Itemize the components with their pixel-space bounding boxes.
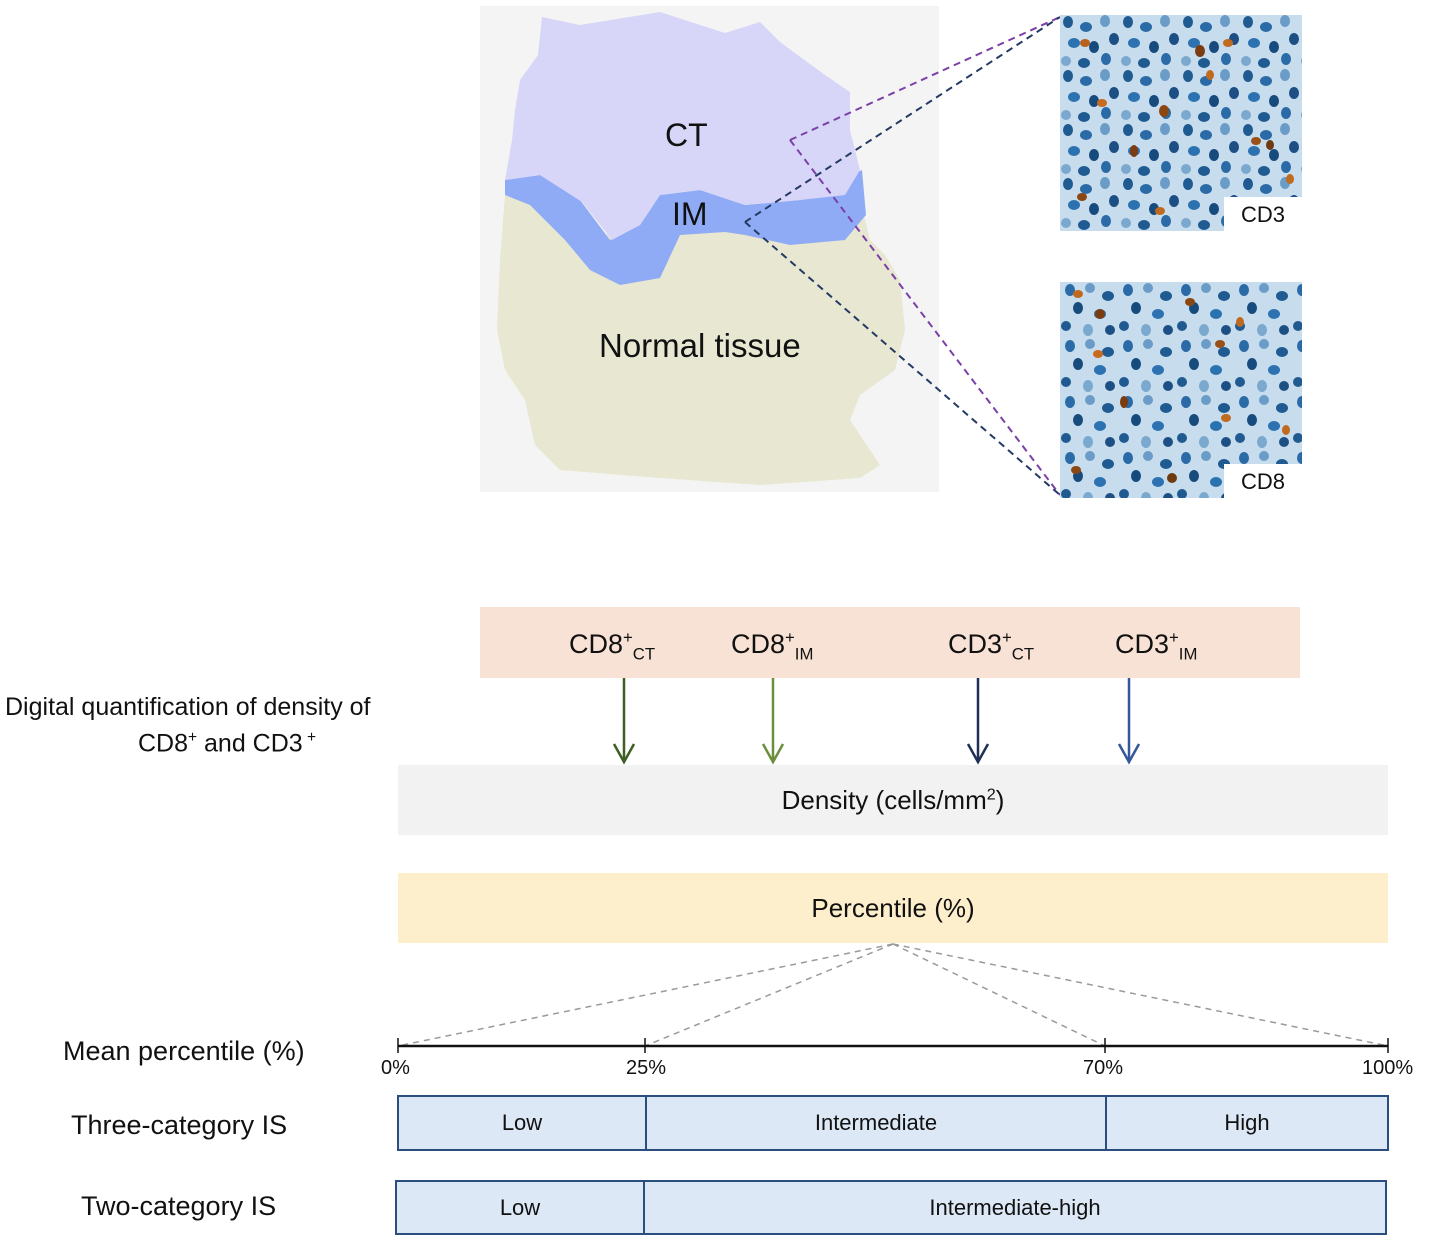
marker-cd8-im: CD8+IM xyxy=(731,628,813,664)
mean-percentile-label: Mean percentile (%) xyxy=(63,1036,305,1066)
cd8-micrograph-image xyxy=(1060,282,1302,498)
tissue-schematic xyxy=(480,6,1061,496)
density-label: Density (cells/mm2) xyxy=(782,785,1005,816)
im-label: IM xyxy=(672,196,708,232)
cd3-ct-arrow xyxy=(966,678,990,765)
density-label-sup: 2 xyxy=(986,784,996,803)
zoom-line-im-bottom xyxy=(744,221,1061,496)
cd3-micrograph-label: CD3 xyxy=(1224,197,1302,231)
quantification-label-line2: CD8+ and CD3 + xyxy=(138,729,316,758)
percentile-label: Percentile (%) xyxy=(811,892,975,923)
ct-region xyxy=(505,12,860,240)
density-label-text: Density (cells/mm xyxy=(781,784,987,815)
marker-cd8-ct-sup: + xyxy=(623,628,633,647)
normal-tissue-label: Normal tissue xyxy=(599,327,801,364)
marker-cd8-ct-base: CD8 xyxy=(569,629,624,659)
marker-cd3-im-sub: IM xyxy=(1178,644,1198,664)
marker-cd8-im-sub: IM xyxy=(794,644,814,664)
cd8-micrograph: CD8 xyxy=(1060,282,1302,498)
quantification-label-line1: Digital quantification of density of xyxy=(5,693,371,721)
marker-cd8-ct-sub: CT xyxy=(632,644,656,664)
quantification-label-cd3-sup: + xyxy=(302,729,317,746)
im-region xyxy=(505,170,866,285)
marker-cd3-ct-sub: CT xyxy=(1011,644,1035,664)
marker-cd3-im: CD3+IM xyxy=(1115,628,1197,664)
cd3-im-arrow xyxy=(1117,678,1141,765)
density-bar: Density (cells/mm2) xyxy=(398,765,1388,835)
quantification-label-cd8-sup: + xyxy=(188,729,198,746)
quantification-label-cd8: CD8 xyxy=(138,729,189,758)
percentile-ticks xyxy=(397,1038,1389,1053)
marker-cd3-ct-base: CD3 xyxy=(948,629,1003,659)
percentile-bar: Percentile (%) xyxy=(398,873,1388,943)
marker-bar xyxy=(480,607,1300,678)
cd8-micrograph-label: CD8 xyxy=(1224,464,1302,498)
marker-arrows xyxy=(612,678,1141,765)
three-category-low: Low xyxy=(399,1097,647,1149)
cd8-ct-arrow xyxy=(612,678,636,765)
density-label-close: ) xyxy=(995,784,1005,815)
two-category-bar: Low Intermediate-high xyxy=(395,1180,1387,1235)
marker-cd3-ct: CD3+CT xyxy=(948,628,1034,664)
zoom-line-im-top xyxy=(744,16,1061,223)
tick-label-100: 100% xyxy=(1362,1057,1414,1079)
percentile-fan-lines xyxy=(397,943,1389,1047)
two-category-low: Low xyxy=(397,1182,645,1233)
zoom-line-ct-bottom xyxy=(789,139,1061,496)
cd3-micrograph: CD3 xyxy=(1060,15,1302,231)
marker-cd3-ct-sup: + xyxy=(1002,628,1012,647)
three-category-bar: Low Intermediate High xyxy=(397,1095,1389,1151)
two-category-intermediate-high: Intermediate-high xyxy=(929,1194,1101,1220)
cd8-im-arrow xyxy=(761,678,785,765)
marker-cd8-im-base: CD8 xyxy=(731,629,786,659)
zoom-line-ct-top xyxy=(789,16,1061,141)
three-category-label: Three-category IS xyxy=(71,1110,288,1140)
marker-cd8-im-sup: + xyxy=(785,628,795,647)
tick-label-25: 25% xyxy=(626,1057,667,1079)
cd3-micrograph-image xyxy=(1060,15,1302,231)
marker-cd3-im-sup: + xyxy=(1169,628,1179,647)
three-category-high: High xyxy=(1224,1110,1270,1135)
ct-label: CT xyxy=(665,117,708,153)
three-category-intermediate: Intermediate xyxy=(647,1097,1107,1149)
marker-cd3-im-base: CD3 xyxy=(1115,629,1170,659)
quantification-label-cd3: and CD3 xyxy=(197,729,303,758)
tick-label-0: 0% xyxy=(381,1057,410,1079)
percentile-scale xyxy=(397,943,1389,1053)
two-category-label: Two-category IS xyxy=(81,1191,277,1221)
marker-cd8-ct: CD8+CT xyxy=(569,628,655,664)
tick-label-70: 70% xyxy=(1083,1057,1124,1079)
